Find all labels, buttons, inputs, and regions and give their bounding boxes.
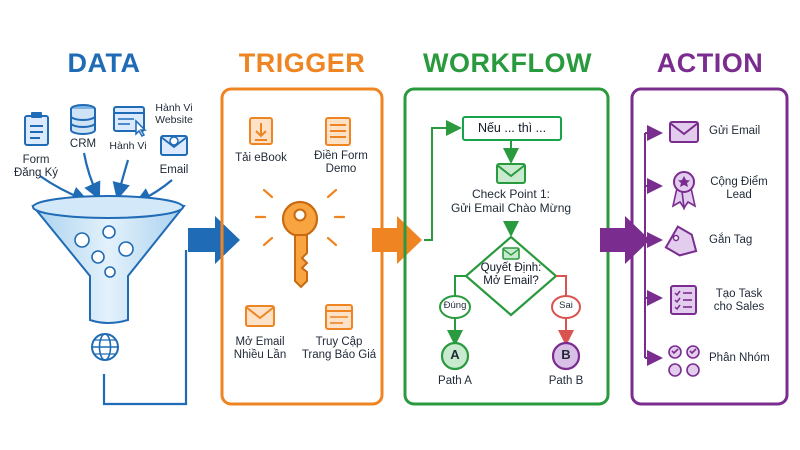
path-b-label: Path B (548, 375, 584, 387)
user-group-icon (668, 345, 700, 377)
action-add-points-label: Cộng Điểm Lead (710, 176, 768, 202)
checkpoint-label: Check Point 1: Gửi Email Chào Mừng (450, 187, 572, 215)
envelope-icon (502, 247, 520, 260)
source-behavior-label: Hành Vi (109, 140, 147, 152)
no-label: Sai (559, 300, 573, 311)
action-task-label: Tạo Task cho Sales (713, 288, 765, 314)
header-workflow: WORKFLOW (423, 48, 592, 78)
header-action: ACTION (656, 48, 764, 78)
price-page-icon (325, 304, 353, 330)
decision-label: Quyết Định: Mở Email? (480, 262, 542, 288)
trigger-open-email-label: Mở Email Nhiều Lần (233, 336, 287, 362)
decision-diamond (464, 235, 558, 317)
action-box (630, 87, 789, 406)
path-a-letter: A (450, 347, 460, 362)
tag-icon (664, 225, 698, 257)
no-branch-line (556, 275, 567, 296)
path-b-circle (551, 341, 581, 371)
path-b-letter: B (561, 347, 571, 362)
yes-bubble (439, 295, 471, 319)
yes-label: Đúng (443, 300, 467, 311)
globe-icon (91, 333, 119, 361)
action-segment-label: Phân Nhóm (709, 352, 770, 364)
data-connector-line (102, 250, 188, 406)
funnel-icon (31, 195, 186, 324)
header-trigger: TRIGGER (238, 48, 366, 78)
source-website-label: Hành Vi Website (155, 102, 193, 127)
yes-branch-line (454, 275, 466, 296)
action-spine (644, 125, 663, 366)
database-icon (70, 104, 96, 135)
key-rays (254, 188, 346, 247)
source-form-label: Form Đăng Ký (13, 154, 59, 180)
email-at-icon (160, 135, 188, 156)
trigger-to-workflow-arrow (372, 216, 422, 264)
path-a-circle (440, 341, 470, 371)
trigger-demo-label: Điền Form Demo (314, 150, 368, 176)
workflow-entry-line (424, 120, 462, 241)
action-send-email-label: Gửi Email (709, 125, 761, 137)
action-tag-label: Gắn Tag (709, 234, 753, 246)
data-to-trigger-arrow (188, 216, 240, 264)
header-data: DATA (67, 48, 141, 78)
form-document-icon (325, 117, 351, 146)
checklist-icon (670, 285, 697, 315)
key-icon (281, 200, 319, 289)
if-then-box: Nếu ... thì ... (462, 116, 562, 141)
award-badge-icon (671, 171, 697, 211)
no-bubble (551, 295, 581, 319)
clipboard-icon (24, 112, 49, 146)
path-a-label: Path A (438, 375, 472, 387)
source-crm-label: CRM (69, 138, 97, 150)
trigger-pricing-label: Truy Cập Trang Báo Giá (301, 336, 377, 362)
browser-cursor-icon (113, 106, 147, 137)
ebook-download-icon (249, 117, 273, 145)
trigger-ebook-label: Tải eBook (235, 152, 287, 164)
envelope-icon (669, 121, 699, 143)
source-email-label: Email (159, 164, 189, 176)
envelope-icon (245, 305, 275, 327)
workflow-to-action-arrow (600, 216, 650, 264)
envelope-icon (496, 163, 526, 184)
